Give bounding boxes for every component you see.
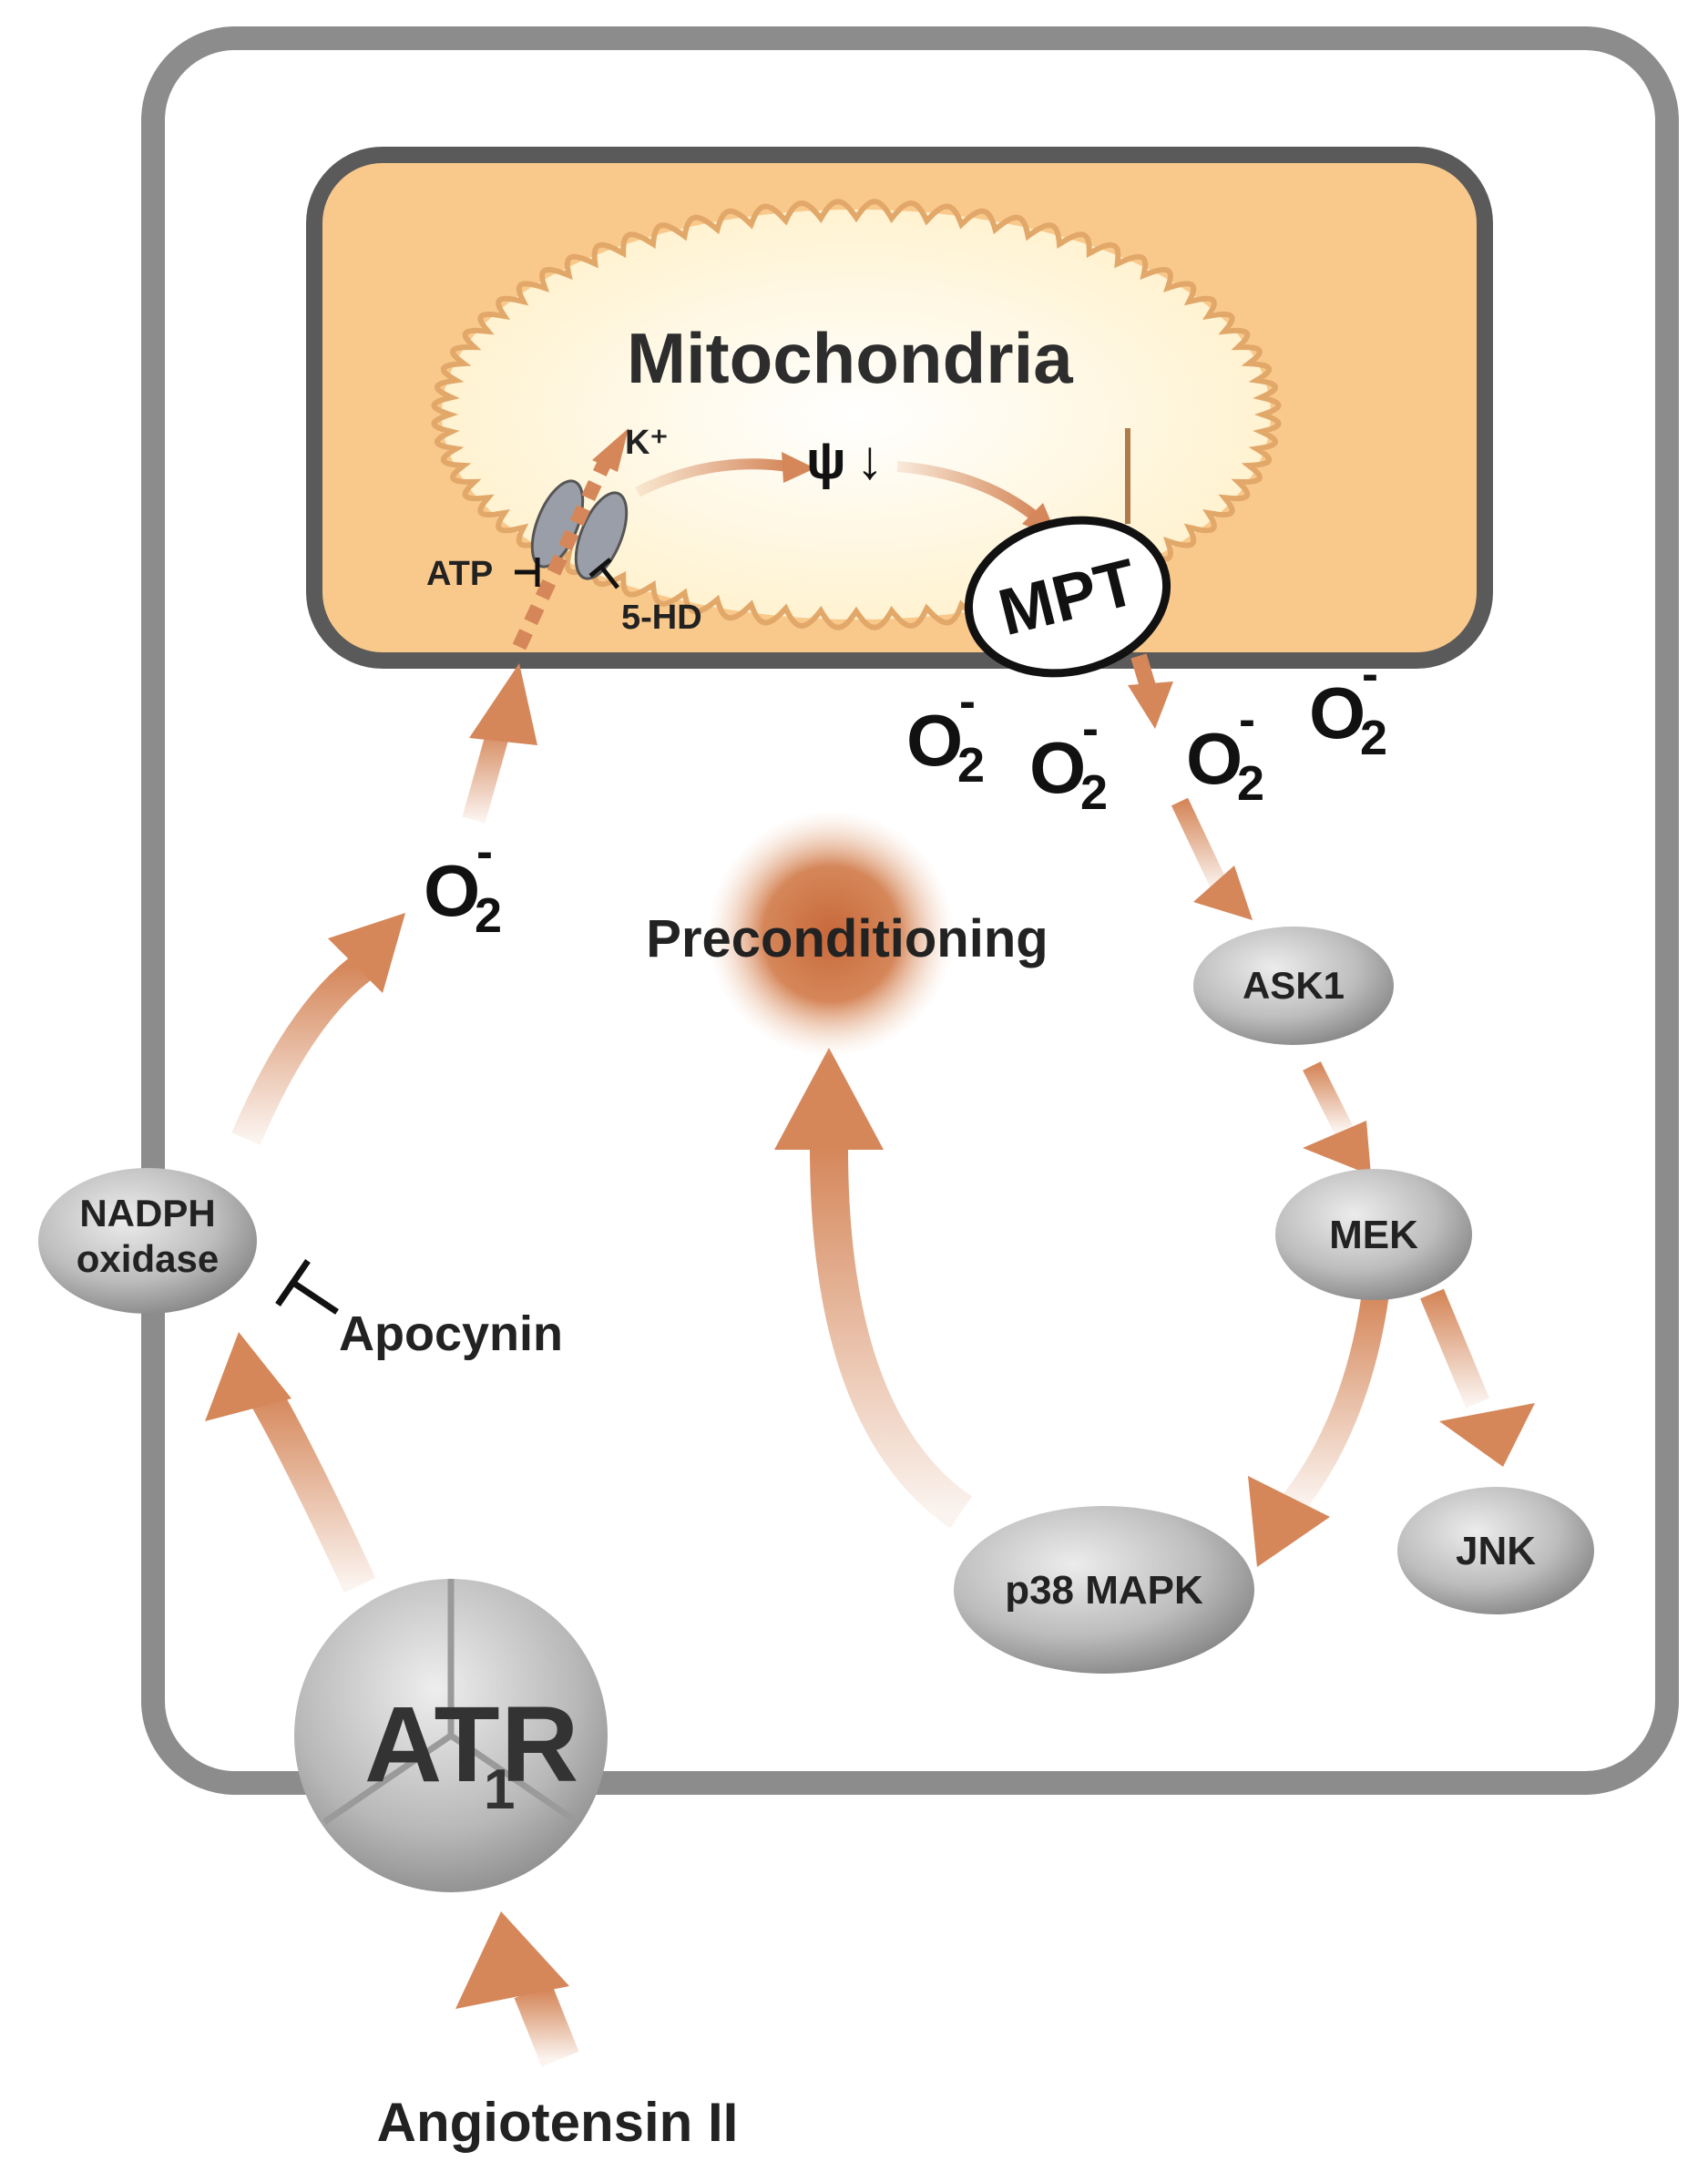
k-atp-channel-left bbox=[530, 479, 585, 569]
superoxide-superscript: - bbox=[1362, 647, 1378, 702]
p38-mapk-label: p38 MAPK bbox=[1005, 1568, 1203, 1613]
ask1-node bbox=[1193, 927, 1394, 1045]
ros-to-ask1-arrow bbox=[1171, 797, 1230, 893]
mpt-pore bbox=[964, 516, 1171, 678]
superoxide-o: O bbox=[906, 700, 963, 781]
mpt-to-ros-arrowhead bbox=[1128, 681, 1173, 729]
apocynin-inhibit-bar bbox=[275, 1259, 311, 1306]
five-hd-inhibit-bar bbox=[588, 558, 612, 578]
p38-to-preconditioning-arrowhead bbox=[774, 1048, 884, 1150]
o2-to-mito-arrow bbox=[462, 725, 511, 824]
nadph-label-line2: oxidase bbox=[77, 1237, 219, 1280]
at1r-segment-left bbox=[322, 1733, 453, 1825]
ros-to-ask1-arrowhead bbox=[1193, 866, 1253, 920]
superoxide-2: O 2 - bbox=[1029, 702, 1108, 820]
superoxide-1: O 2 - bbox=[906, 674, 985, 793]
apocynin-inhibit-line bbox=[291, 1280, 339, 1315]
mitochondrial-matrix bbox=[442, 210, 1271, 620]
atp-label: ATP bbox=[426, 555, 493, 593]
p38-to-preconditioning-arrow bbox=[810, 1147, 973, 1529]
nadph-to-o2-arrow bbox=[231, 953, 374, 1145]
superoxide-subscript: 2 bbox=[1360, 711, 1387, 765]
five-hd-label: 5-HD bbox=[621, 599, 702, 637]
k-influx-dashed-arrow bbox=[512, 456, 613, 651]
k-influx-arrowhead bbox=[592, 428, 629, 472]
jnk-node bbox=[1397, 1487, 1594, 1614]
at1r-label-end: R bbox=[501, 1685, 578, 1805]
superoxide-subscript: 2 bbox=[1237, 756, 1264, 811]
jnk-label: JNK bbox=[1456, 1529, 1536, 1573]
superoxide-4: O 2 - bbox=[1309, 647, 1387, 765]
k-atp-channel-right bbox=[574, 491, 629, 580]
k-plus-label: K⁺ bbox=[625, 424, 669, 462]
mek-to-p38-arrow bbox=[1283, 1291, 1389, 1512]
at1r-segment-right bbox=[449, 1733, 579, 1825]
superoxide-o: O bbox=[1309, 672, 1365, 753]
at1r-to-nadph-arrowhead bbox=[205, 1332, 291, 1421]
at1r-label-sub: 1 bbox=[484, 1758, 515, 1821]
o2-to-mito-arrowhead bbox=[469, 663, 537, 745]
mek-to-p38-arrowhead bbox=[1248, 1476, 1330, 1567]
superoxide-subscript: 2 bbox=[957, 738, 985, 793]
ask1-to-mek-arrowhead bbox=[1303, 1121, 1371, 1175]
ask1-to-mek-arrow bbox=[1303, 1061, 1353, 1134]
angiotensin-ii-label: Angiotensin II bbox=[377, 2092, 739, 2153]
superoxide-5: O 2 - bbox=[424, 825, 502, 943]
mitochondria-label: Mitochondria bbox=[627, 318, 1073, 398]
at1r-label-main: AT bbox=[364, 1685, 500, 1805]
ask1-label: ASK1 bbox=[1243, 964, 1345, 1007]
angiotensin-to-at1r-arrowhead bbox=[455, 1911, 569, 2009]
preconditioning-glow bbox=[708, 811, 954, 1057]
five-hd-inhibit-line bbox=[599, 565, 619, 589]
superoxide-o: O bbox=[424, 850, 480, 931]
superoxide-o: O bbox=[1029, 727, 1086, 808]
superoxide-superscript: - bbox=[1239, 692, 1255, 747]
mek-to-jnk-arrow bbox=[1420, 1288, 1489, 1409]
psi-to-mpt-arrow bbox=[896, 461, 1042, 524]
angiotensin-to-at1r-arrow bbox=[514, 1982, 579, 2067]
k-to-psi-arrow bbox=[635, 458, 789, 497]
preconditioning-label: Preconditioning bbox=[646, 909, 1048, 968]
mek-node bbox=[1275, 1169, 1472, 1300]
nadph-to-o2-arrowhead bbox=[328, 913, 405, 993]
at1r-to-nadph-arrow bbox=[249, 1385, 376, 1593]
psi-symbol: ψ bbox=[806, 431, 846, 490]
superoxide-superscript: - bbox=[959, 674, 976, 729]
mek-to-jnk-arrowhead bbox=[1439, 1403, 1535, 1467]
superoxide-superscript: - bbox=[476, 825, 493, 879]
superoxide-o: O bbox=[1186, 718, 1243, 799]
k-to-psi-arrowhead bbox=[782, 452, 815, 483]
nadph-oxidase-node bbox=[38, 1168, 257, 1314]
apocynin-label: Apocynin bbox=[339, 1306, 563, 1361]
mek-label: MEK bbox=[1329, 1213, 1418, 1257]
superoxide-subscript: 2 bbox=[475, 888, 502, 943]
superoxide-3: O 2 - bbox=[1186, 692, 1264, 811]
p38-mapk-node bbox=[954, 1506, 1254, 1674]
psi-down-arrow: ↓ bbox=[856, 429, 884, 490]
nadph-label-line1: NADPH bbox=[79, 1192, 215, 1234]
superoxide-superscript: - bbox=[1082, 702, 1099, 756]
superoxide-subscript: 2 bbox=[1080, 765, 1108, 820]
